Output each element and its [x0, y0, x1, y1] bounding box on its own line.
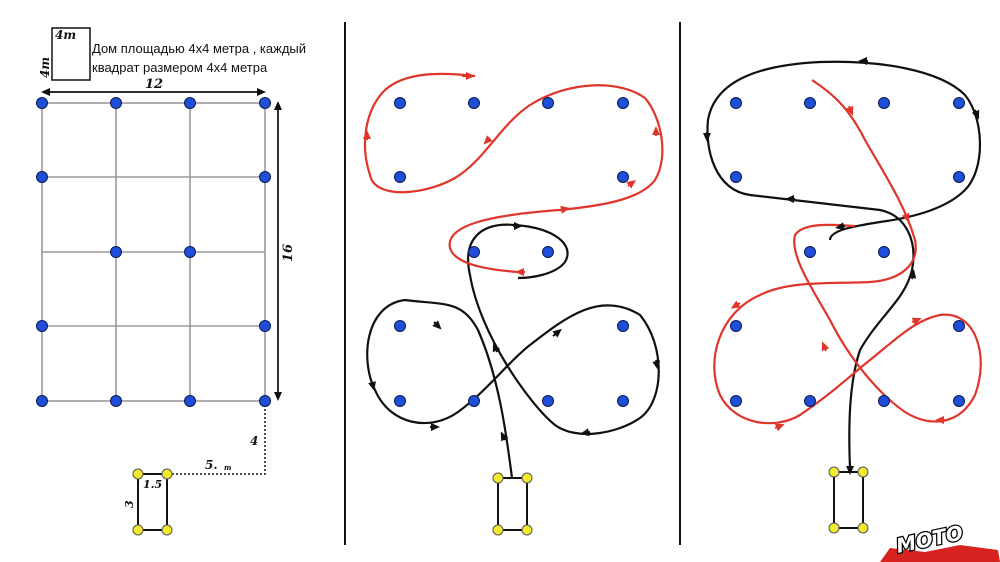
cone [878, 97, 890, 109]
start-box-1 [137, 473, 168, 531]
width-label: 12 [145, 77, 163, 92]
start-cone [828, 466, 840, 478]
cone [617, 395, 629, 407]
route-b-cones [730, 97, 965, 407]
start-cone [521, 472, 533, 484]
cone [259, 171, 271, 183]
cone [804, 246, 816, 258]
cone [468, 97, 480, 109]
start-height-label: 3 [123, 500, 136, 508]
cone [36, 171, 48, 183]
cone [542, 246, 554, 258]
cone [730, 395, 742, 407]
cone [617, 171, 629, 183]
start-cone [828, 522, 840, 534]
layout-panel: 4m 4m Дом площадью 4х4 метра , каждый кв… [36, 27, 306, 536]
start-box-2 [497, 477, 528, 531]
route-panel-b [703, 57, 982, 534]
house-square [51, 27, 91, 81]
start-box-3 [833, 471, 864, 529]
cone [878, 246, 890, 258]
cone [110, 395, 122, 407]
start-cones-1 [132, 468, 173, 536]
cone [617, 97, 629, 109]
cone [259, 395, 271, 407]
cone [394, 97, 406, 109]
layout-cones [36, 97, 271, 407]
start-cone [132, 524, 144, 536]
cone [804, 395, 816, 407]
cone [394, 320, 406, 332]
cone [259, 320, 271, 332]
start-cones-3 [828, 466, 869, 534]
cone [730, 171, 742, 183]
cone [617, 320, 629, 332]
height-label: 16 [281, 244, 296, 262]
cone [542, 395, 554, 407]
start-cone [521, 524, 533, 536]
cone [36, 320, 48, 332]
cone [184, 246, 196, 258]
cone [542, 97, 554, 109]
cone [730, 320, 742, 332]
logo-red-banner [880, 545, 1000, 562]
cone [953, 171, 965, 183]
start-cone [857, 466, 869, 478]
route-b-red-path [713, 79, 982, 425]
cone [394, 171, 406, 183]
cone [468, 395, 480, 407]
cone [953, 395, 965, 407]
start-width-label: 1.5 [143, 478, 162, 491]
cone [110, 246, 122, 258]
start-cone [857, 522, 869, 534]
cone [730, 97, 742, 109]
cone [36, 395, 48, 407]
start-cone [492, 524, 504, 536]
house-width-label: 4m [55, 28, 76, 42]
route-a-cones [394, 97, 629, 407]
start-cone [161, 524, 173, 536]
moto-logo: MOTO [880, 519, 1000, 562]
start-cone [492, 472, 504, 484]
route-b-black-path [706, 60, 981, 469]
start-cone [132, 468, 144, 480]
offset-left-label: 5. [205, 458, 218, 472]
start-cone [161, 468, 173, 480]
house-height-label: 4m [38, 57, 52, 78]
start-cones-2 [492, 472, 533, 536]
cone [394, 395, 406, 407]
cone [110, 97, 122, 109]
cone [36, 97, 48, 109]
cone [804, 97, 816, 109]
caption-line-2: квадрат размером 4х4 метра [92, 60, 268, 75]
cone [468, 246, 480, 258]
caption-line-1: Дом площадью 4х4 метра , каждый [92, 41, 306, 56]
cone [878, 395, 890, 407]
route-panel-a [363, 72, 664, 536]
layout-grid [41, 102, 266, 402]
offset-down-label: 4 [250, 434, 258, 448]
cone [184, 395, 196, 407]
route-a-red-path [363, 72, 664, 274]
cone [953, 320, 965, 332]
cone [259, 97, 271, 109]
cone [184, 97, 196, 109]
offset-unit-mark: m [224, 463, 231, 472]
route-a-black-path [366, 223, 660, 479]
cone [953, 97, 965, 109]
offset-path [170, 401, 266, 475]
